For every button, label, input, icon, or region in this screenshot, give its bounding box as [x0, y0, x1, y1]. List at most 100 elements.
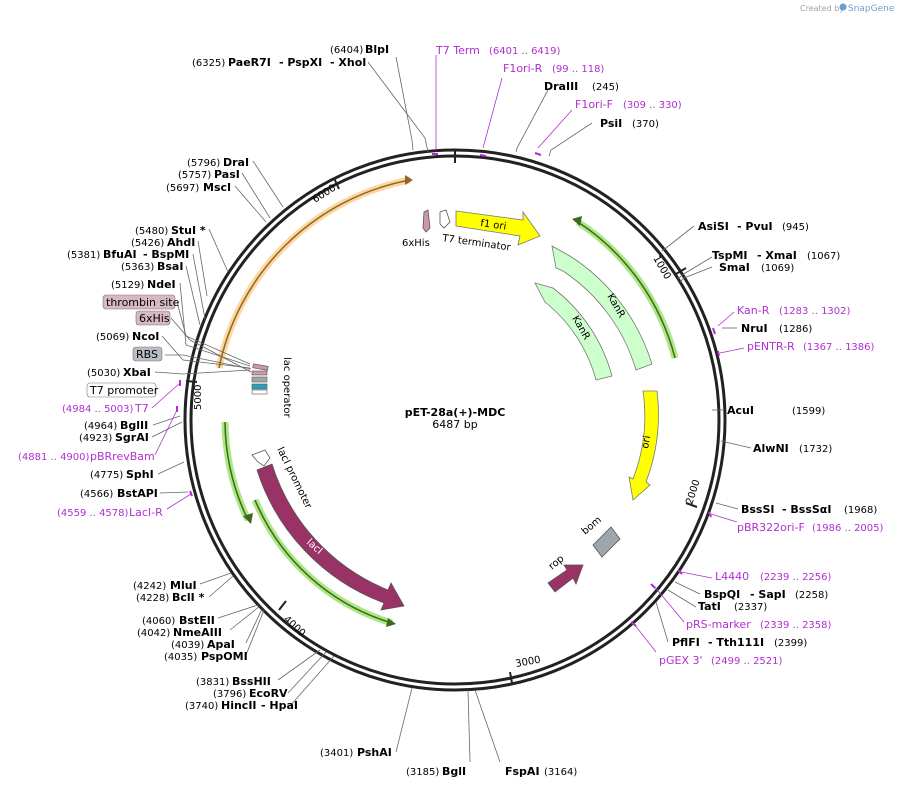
site-pflfi[interactable]: PflFI - Tth111I (2399)	[672, 636, 807, 649]
sixhis-inner-feature[interactable]: 6xHis	[402, 209, 431, 249]
site-sgrai[interactable]: (4923) SgrAI	[79, 431, 149, 444]
primer-f1ori-f-range: (309 .. 330)	[623, 100, 682, 111]
tick-label-5000: 5000	[193, 385, 204, 410]
boxed-thrombin-site[interactable]: thrombin site	[102, 294, 180, 310]
primer-f1ori-r[interactable]: F1ori-R (99 .. 118)	[503, 62, 604, 75]
site-apai[interactable]: (4039) ApaI	[171, 638, 235, 651]
primer-t7[interactable]: (4984 .. 5003) T7	[62, 402, 149, 415]
site-stui[interactable]: (5480) StuI *	[135, 224, 206, 237]
site-bsshii[interactable]: (3831) BssHII	[196, 675, 271, 688]
orf-arc-lower-left-inner[interactable]	[251, 498, 396, 627]
primer-prs-marker[interactable]: pRS-marker (2339 .. 2358)	[686, 618, 832, 631]
site-bgli-name: BglI	[442, 765, 466, 778]
site-sphi-name: SphI	[126, 468, 154, 481]
site-apai-pos: (4039)	[171, 640, 204, 651]
rop-feature[interactable]: rop	[547, 553, 584, 593]
site-bsshii-pos: (3831)	[196, 677, 229, 688]
site-blpi-pos: (6404)	[330, 45, 363, 56]
site-blpi[interactable]: (6404) BlpI	[330, 43, 389, 56]
site-msci[interactable]: (5697) MscI	[166, 181, 231, 194]
site-hincii[interactable]: (3740) HincII - HpaI	[185, 699, 298, 712]
site-bsai[interactable]: (5363) BsaI	[121, 260, 183, 273]
site-xbai[interactable]: (5030) XbaI	[87, 366, 151, 379]
orf-arc-lower-left-outer[interactable]	[221, 421, 253, 524]
primer-t7term[interactable]: T7 Term (6401 .. 6419)	[435, 44, 561, 57]
site-bsssi[interactable]: BssSI - BssSαI (1968)	[741, 503, 877, 516]
lac-operator-cluster[interactable]: lac operator	[251, 357, 292, 418]
credit-prefix: Created by	[800, 4, 844, 13]
site-tati[interactable]: TatI (2337)	[698, 600, 767, 613]
orf-arc-upper-left[interactable]	[215, 175, 413, 369]
site-acui[interactable]: AcuI (1599)	[727, 404, 825, 417]
site-ahdi-pos: (5426)	[131, 238, 164, 249]
site-psii[interactable]: PsiI (370)	[600, 117, 659, 130]
primer-prs-marker-range: (2339 .. 2358)	[760, 620, 832, 631]
site-paer7i[interactable]: (6325) PaeR7I - PspXI - XhoI	[192, 56, 366, 69]
site-bcli[interactable]: (4228) BclI *	[136, 591, 205, 604]
orf-arc-right[interactable]	[572, 216, 679, 359]
site-bglii[interactable]: (4964) BglII	[84, 419, 148, 432]
site-bsteii-pos: (4060)	[142, 616, 175, 627]
site-smai[interactable]: SmaI (1069)	[719, 261, 794, 274]
site-acui-name: AcuI	[727, 404, 754, 417]
tick-label-6000: 6000	[311, 183, 338, 206]
site-mlui-name: MluI	[170, 579, 197, 592]
primer-l4440[interactable]: L4440 (2239 .. 2256)	[715, 570, 832, 583]
site-nrui-name: NruI	[741, 322, 768, 335]
primer-pbr322ori-f[interactable]: pBR322ori-F (1986 .. 2005)	[737, 521, 884, 534]
bom-feature[interactable]: bom	[580, 515, 621, 558]
f1-ori-label: f1 ori	[480, 218, 507, 233]
site-draiii-pos: (245)	[592, 82, 619, 93]
site-ahdi[interactable]: (5426) AhdI	[131, 236, 195, 249]
site-smai-name: SmaI	[719, 261, 750, 274]
primer-pentr-r-name: pENTR-R	[747, 340, 795, 353]
site-sphi[interactable]: (4775) SphI	[90, 468, 154, 481]
site-drai[interactable]: (5796) DraI	[187, 156, 249, 169]
site-bgli[interactable]: (3185) BglI	[406, 765, 466, 778]
site-asisi[interactable]: AsiSI - PvuI (945)	[698, 220, 809, 233]
site-draiii[interactable]: DraIII (245)	[544, 80, 619, 93]
site-ncoi-name: NcoI	[132, 330, 159, 343]
site-bglii-pos: (4964)	[84, 421, 117, 432]
site-tspmi[interactable]: TspMI - XmaI (1067)	[712, 249, 840, 262]
site-ndei[interactable]: (5129) NdeI	[111, 278, 176, 291]
ori-feature[interactable]: ori	[628, 390, 659, 501]
primer-kan-r[interactable]: Kan-R (1283 .. 1302)	[737, 304, 851, 317]
primer-pentr-r-range: (1367 .. 1386)	[803, 342, 875, 353]
site-ndei-name: NdeI	[147, 278, 176, 291]
site-pspomi[interactable]: (4035) PspOMI	[164, 650, 248, 663]
site-nrui[interactable]: NruI (1286)	[741, 322, 812, 335]
site-bspqi[interactable]: BspQI - SapI (2258)	[704, 588, 828, 601]
site-pasi[interactable]: (5757) PasI	[178, 168, 240, 181]
site-psii-pos: (370)	[632, 119, 659, 130]
site-pshai[interactable]: (3401) PshAI	[320, 746, 392, 759]
primer-l4440-name: L4440	[715, 570, 749, 583]
tick-5000	[185, 380, 198, 383]
f1-ori-feature[interactable]: f1 ori	[455, 210, 541, 246]
primer-pgex3-name: pGEX 3'	[659, 654, 703, 667]
site-ncoi[interactable]: (5069) NcoI	[96, 330, 159, 343]
primer-pgex3[interactable]: pGEX 3' (2499 .. 2521)	[659, 654, 783, 667]
site-bstapi[interactable]: (4566) BstAPI	[80, 487, 158, 500]
boxed-t7-promoter[interactable]: T7 promoter	[86, 382, 159, 398]
site-nmeaiii-pos: (4042)	[137, 628, 170, 639]
site-nmeaiii[interactable]: (4042) NmeAIII	[137, 626, 222, 639]
site-bglii-name: BglII	[120, 419, 148, 432]
site-fspai[interactable]: FspAI (3164)	[505, 765, 577, 778]
boxed-sixhis[interactable]: 6xHis	[135, 310, 171, 326]
site-bsteii[interactable]: (4060) BstEII	[142, 614, 215, 627]
site-psii-name: PsiI	[600, 117, 622, 130]
site-ecorv[interactable]: (3796) EcoRV	[213, 687, 288, 700]
primer-f1ori-f[interactable]: F1ori-F (309 .. 330)	[575, 98, 682, 111]
primer-lacir[interactable]: (4559 .. 4578) LacI-R	[57, 506, 163, 519]
site-pvui-pos: (945)	[782, 222, 809, 233]
site-mlui[interactable]: (4242) MluI	[133, 579, 197, 592]
primer-pbrrevbam[interactable]: (4881 .. 4900) pBRrevBam	[18, 450, 155, 463]
boxed-rbs[interactable]: RBS	[132, 346, 163, 362]
site-alwni[interactable]: AlwNI (1732)	[753, 442, 832, 455]
site-bfuai[interactable]: (5381) BfuAI - BspMI	[67, 248, 189, 261]
primer-leaders	[151, 55, 745, 653]
primer-pentr-r[interactable]: pENTR-R (1367 .. 1386)	[747, 340, 875, 353]
site-hincii-pos: (3740)	[185, 701, 218, 712]
primer-t7term-range: (6401 .. 6419)	[489, 46, 561, 57]
